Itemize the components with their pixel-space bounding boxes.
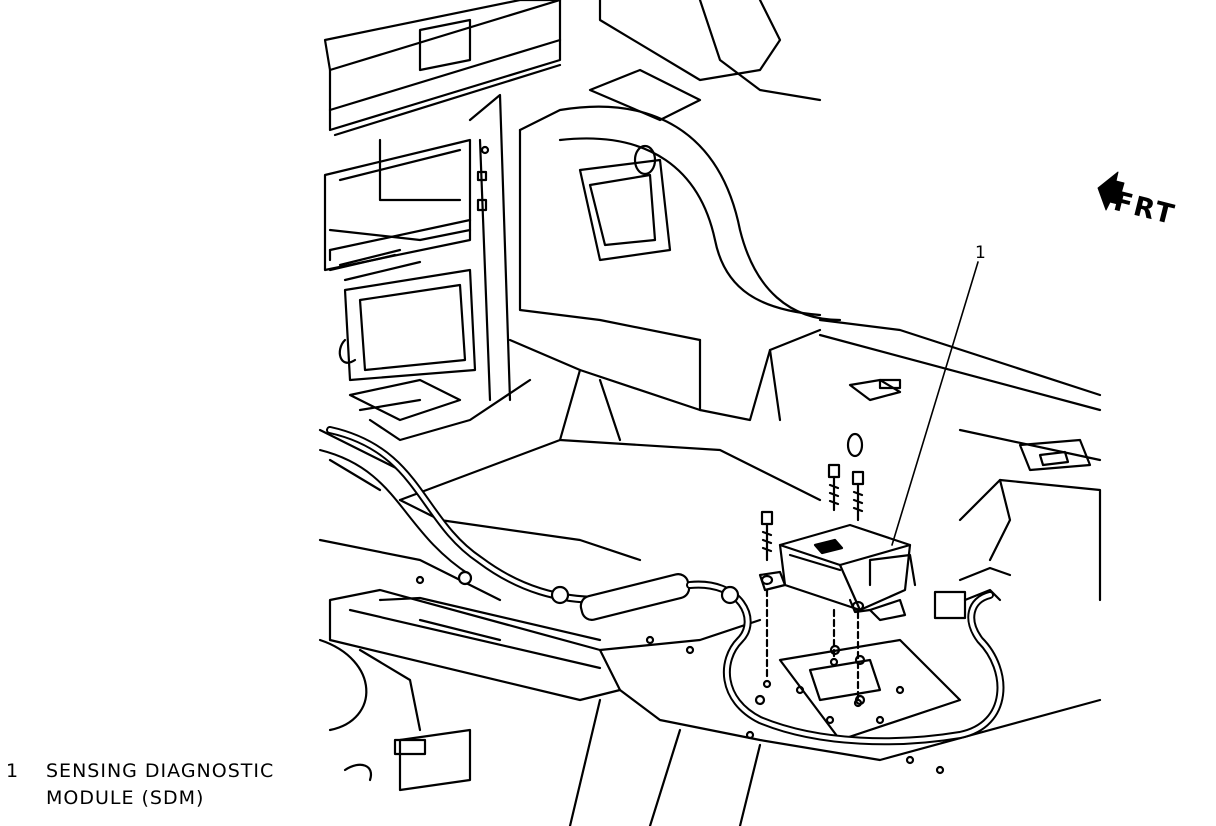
sensing-diagnostic-module [758,463,917,708]
floor-pan [318,338,1102,826]
wiring-harness [319,426,1012,746]
callout-number: 1 [975,243,986,263]
body-structure [323,0,822,402]
callout-leader-1 [891,261,979,546]
wheel-housing [518,105,1102,472]
legend-item-text: SENSING DIAGNOSTIC MODULE (SDM) [46,758,306,812]
legend-item-number: 1 [6,760,20,782]
legend-item-line-2: MODULE (SDM) [46,787,205,809]
arrow-left-icon [1097,171,1125,211]
legend-item-line-1: SENSING DIAGNOSTIC [46,760,275,782]
